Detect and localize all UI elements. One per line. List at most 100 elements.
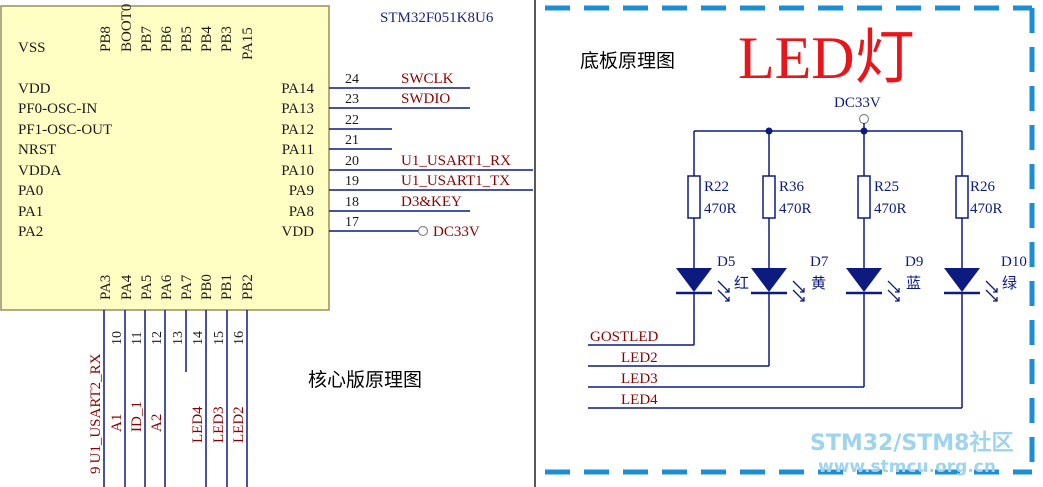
resistor-value: 470R <box>874 201 907 217</box>
dashed-frame <box>545 5 1035 475</box>
right-pin-numbers: 24 23 22 21 20 19 18 17 <box>345 72 359 230</box>
resistor-value: 470R <box>779 201 812 217</box>
top-pin-label: PB5 <box>179 26 195 52</box>
bottom-pin-label: PA7 <box>179 274 195 300</box>
right-pin-label: PA9 <box>289 183 314 199</box>
pin-number: 19 <box>345 174 359 189</box>
right-pin-label: PA11 <box>282 142 314 158</box>
diode-ref: D9 <box>905 254 923 270</box>
pin-number: 21 <box>345 133 359 148</box>
led-diode-icon <box>751 268 787 292</box>
power-net-label: DC33V <box>834 95 881 111</box>
chip-bottom-pins: PA3 PA4 PA5 PA6 PA7 PB0 PB1 PB2 <box>98 274 256 300</box>
left-pin-label: PA2 <box>18 224 43 240</box>
light-emission-arrows-icon <box>717 280 730 302</box>
bottom-net-labels: 9U1_USART2_RX A1 ID_1 A2 LED4 LED3 LED2 <box>88 353 247 474</box>
bottom-pin-label: PA4 <box>119 274 135 300</box>
led-diode-icon <box>676 268 712 292</box>
led-color: 黄 <box>811 275 826 292</box>
pin-number: 11 <box>130 332 145 345</box>
chip-top-pins: PB8 BOOT0 PB7 PB6 PB5 PB4 PB3 PA15 <box>98 4 256 60</box>
pin-number: 12 <box>150 331 165 345</box>
base-board: 底板原理图 LED灯 DC33V R22 470R D5 红 GOSTLED <box>545 5 1035 477</box>
bottom-pin-label: PA6 <box>159 274 175 300</box>
led-color: 红 <box>734 275 749 292</box>
led-channel-2: R36 470R D7 黄 LED2 <box>588 131 829 367</box>
net-label: SWCLK <box>401 71 454 87</box>
left-pin-label: PA1 <box>18 204 43 220</box>
led-color: 绿 <box>1002 275 1017 292</box>
resistor-ref: R26 <box>970 179 996 195</box>
right-pin-label: PA13 <box>281 101 314 117</box>
bottom-pin-wires <box>103 310 248 487</box>
top-pin-label: PB3 <box>219 26 235 52</box>
top-pin-label: PA15 <box>240 27 256 60</box>
top-pin-label: PB7 <box>139 26 155 52</box>
led-channel-1: R22 470R D5 红 GOSTLED <box>588 131 749 346</box>
left-pin-label: PF1-OSC-OUT <box>18 122 112 138</box>
pin-number: 23 <box>345 92 359 107</box>
net-label: LED4 <box>621 392 658 408</box>
net-label: SWDIO <box>401 91 450 107</box>
diode-ref: D5 <box>717 254 735 270</box>
right-pin-label: PA12 <box>281 122 314 138</box>
diagram-title: LED灯 <box>738 25 915 91</box>
watermark-url: www.stmcu.org.cn <box>818 457 996 477</box>
light-emission-arrows-icon <box>985 280 998 302</box>
power-port-icon <box>417 225 429 237</box>
pin-number: 18 <box>345 195 359 210</box>
led-diode-icon <box>846 268 882 292</box>
pin-number: 17 <box>345 215 359 230</box>
resistor-ref: R36 <box>779 179 805 195</box>
bottom-pin-label: PB2 <box>240 274 256 300</box>
net-label: LED2 <box>231 406 247 443</box>
resistor-symbol <box>857 175 871 219</box>
base-board-caption: 底板原理图 <box>580 50 675 72</box>
site-watermark: STM32/STM8社区 www.stmcu.org.cn <box>810 430 1013 477</box>
left-pin-label: PA0 <box>18 183 43 199</box>
resistor-ref: R25 <box>874 179 899 195</box>
left-pin-label: VSS <box>18 40 46 56</box>
pin-number: 15 <box>212 331 227 345</box>
net-label: GOSTLED <box>590 329 658 345</box>
led-diode-icon <box>944 268 980 292</box>
top-pin-label: BOOT0 <box>119 4 135 52</box>
bottom-pin-label: PB1 <box>219 274 235 300</box>
pin-number: 16 <box>232 331 247 345</box>
right-pin-label: VDD <box>282 224 315 240</box>
watermark-title: STM32/STM8社区 <box>810 430 1013 456</box>
top-pin-label: PB6 <box>159 26 175 52</box>
net-label: LED4 <box>190 406 206 443</box>
pin-number: 10 <box>110 331 125 345</box>
net-label: ID_1 <box>129 401 145 432</box>
bottom-pin-numbers: 10 11 12 13 14 15 16 <box>110 331 247 345</box>
bottom-pin-label: PB0 <box>199 274 215 300</box>
resistor-symbol <box>687 175 701 219</box>
light-emission-arrows-icon <box>887 280 900 302</box>
left-pin-label: VDDA <box>18 163 61 179</box>
net-label: U1_USART1_RX <box>401 153 511 169</box>
left-pin-label: PF0-OSC-IN <box>18 101 97 117</box>
pin-number: 14 <box>191 331 206 345</box>
bottom-pin-label: PA5 <box>139 275 155 300</box>
power-port-icon <box>858 113 870 125</box>
net-label: LED2 <box>621 350 658 366</box>
net-label: D3&KEY <box>401 194 462 210</box>
mcu-chip-body <box>0 5 330 311</box>
net-label: A2 <box>149 414 165 432</box>
bottom-pin-label: PA3 <box>98 275 114 300</box>
core-board-caption: 核心版原理图 <box>308 369 422 391</box>
resistor-symbol <box>955 175 969 219</box>
core-board: STM32F051K8U6 PB8 BOOT0 PB7 PB6 PB5 PB4 … <box>0 4 533 487</box>
light-emission-arrows-icon <box>792 280 805 302</box>
net-label-text: U1_USART2_RX <box>88 353 104 463</box>
pin-number: 13 <box>171 331 186 345</box>
diode-ref: D10 <box>1001 254 1027 270</box>
power-net-label: DC33V <box>433 224 480 240</box>
top-pin-label: PB4 <box>199 26 215 52</box>
net-label: U1_USART1_TX <box>401 173 510 189</box>
left-pin-label: VDD <box>18 81 51 97</box>
pin-number: 9 <box>88 467 104 475</box>
resistor-value: 470R <box>970 201 1003 217</box>
pin-number: 24 <box>345 72 359 87</box>
